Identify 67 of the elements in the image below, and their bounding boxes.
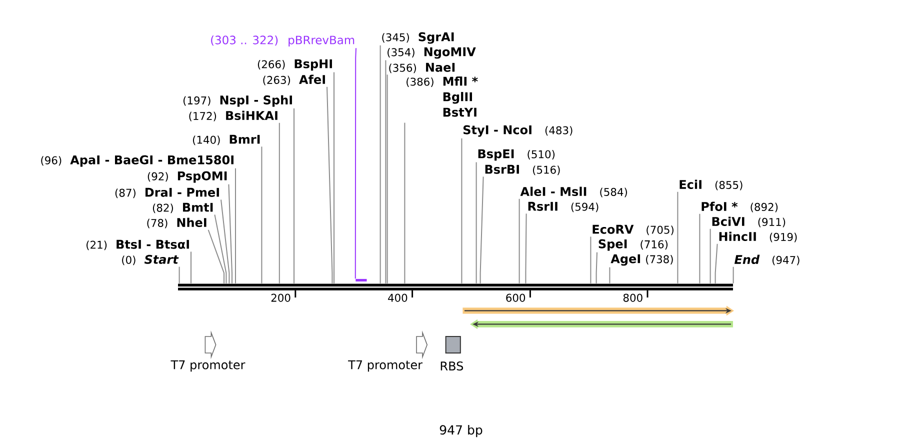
site-label: (82) BmtI [152,202,213,214]
leader-line [385,60,386,284]
site-label: AleI - MslI (584) [520,186,627,198]
leader-line [677,191,678,284]
site-label: (266) BspHI [258,59,332,71]
site-label: (78) NheI [147,218,206,228]
site-label: (263) AfeI [263,74,325,86]
leader-line [380,44,381,284]
site-label: (0) Start [122,254,179,266]
primer-label: (303 .. 322) pBRrevBam [211,35,354,47]
site-label: BspEI (510) [478,149,555,161]
leader-line [354,48,356,280]
leader-line [261,146,262,284]
leader-line [590,236,592,284]
site-label: (87) DraI - PmeI [115,188,219,198]
leader-line [710,228,711,284]
leader-line [476,162,477,284]
site-label: StyI - NcoI (483) [464,125,572,137]
site-label: (21) BtsI - BtsαI [86,240,189,250]
feature-label: RBS [440,361,464,371]
leader-line [732,266,734,284]
leader-line [228,184,232,284]
leader-line [178,266,180,284]
leader-line [208,229,224,284]
site-label: (354) NgoMIV [388,47,476,59]
site-label: (386) MflI * BglII BstYI [406,76,478,117]
site-label: RsrII (594) [528,202,598,212]
primer-mark [356,278,367,282]
site-label: (197) NspI - SphI [184,95,292,107]
leader-line [596,252,598,284]
leader-line [190,251,192,284]
sequence-length: 947 bp [440,424,482,438]
feature-label: T7 promoter [348,360,423,372]
leader-line [518,198,520,284]
site-label: (140) BmrI [192,134,260,146]
leader-line [235,168,236,284]
scale-label: 600 [506,294,526,302]
leader-line [214,214,227,284]
site-label: BciVI (911) [712,216,786,228]
leader-line [480,176,484,284]
site-label: End (947) [734,254,800,266]
site-label: EcoRV (705) [592,224,674,236]
site-label: (92) PspOMI [148,171,227,183]
leader-line [386,74,388,284]
leader-line [220,199,230,284]
site-label: SpeI (716) [598,239,668,251]
leader-line [609,266,610,284]
leader-line [278,122,280,284]
site-label: (172) BsiHKAI [189,110,278,122]
feature-label: T7 promoter [170,360,246,372]
leader-line [326,86,333,284]
site-label: HincII (919) [719,232,797,242]
leader-line [525,213,527,284]
site-label: BsrBI (516) [485,164,560,176]
site-label: (96) ApaI - BaeGI - Bme1580I [41,155,234,167]
site-label: PfoI * (892) [702,202,778,212]
site-label: AgeI (738) [610,254,673,266]
leader-line [714,243,718,284]
scale-label: 400 [388,294,408,302]
sequence-line [178,284,733,290]
scale-label: 200 [271,294,290,302]
site-label: (356) NaeI [389,62,455,74]
site-label: (345) SgrAI [382,32,454,44]
leader-line [461,138,462,284]
leader-line [404,122,406,284]
leader-line [699,213,700,284]
site-label: EciI (855) [680,180,742,190]
